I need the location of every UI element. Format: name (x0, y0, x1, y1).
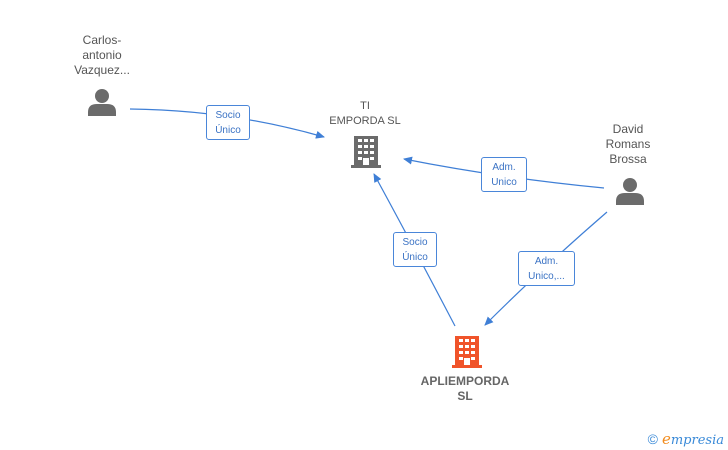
building-icon[interactable] (452, 336, 482, 368)
building-icon[interactable] (351, 136, 381, 168)
edge-label-david-apli: Adm. Unico,... (518, 251, 575, 286)
empresia-watermark: © empresia (648, 430, 724, 448)
person-icon[interactable] (616, 178, 644, 205)
node-label-carlos[interactable]: Carlos- antonio Vazquez... (74, 33, 130, 77)
edge-label-carlos-ti: Socio Único (206, 105, 250, 140)
edge-label-apli-ti: Socio Único (393, 232, 437, 267)
node-label-ti-emporda[interactable]: TI EMPORDA SL (329, 100, 401, 127)
edge-label-david-ti: Adm. Unico (481, 157, 527, 192)
person-icon[interactable] (88, 89, 116, 116)
node-label-apliemporda[interactable]: APLIEMPORDA SL (420, 374, 510, 403)
copyright-icon: © (647, 431, 658, 447)
brand-logo: empresia (661, 430, 724, 448)
node-label-david[interactable]: David Romans Brossa (605, 122, 651, 166)
